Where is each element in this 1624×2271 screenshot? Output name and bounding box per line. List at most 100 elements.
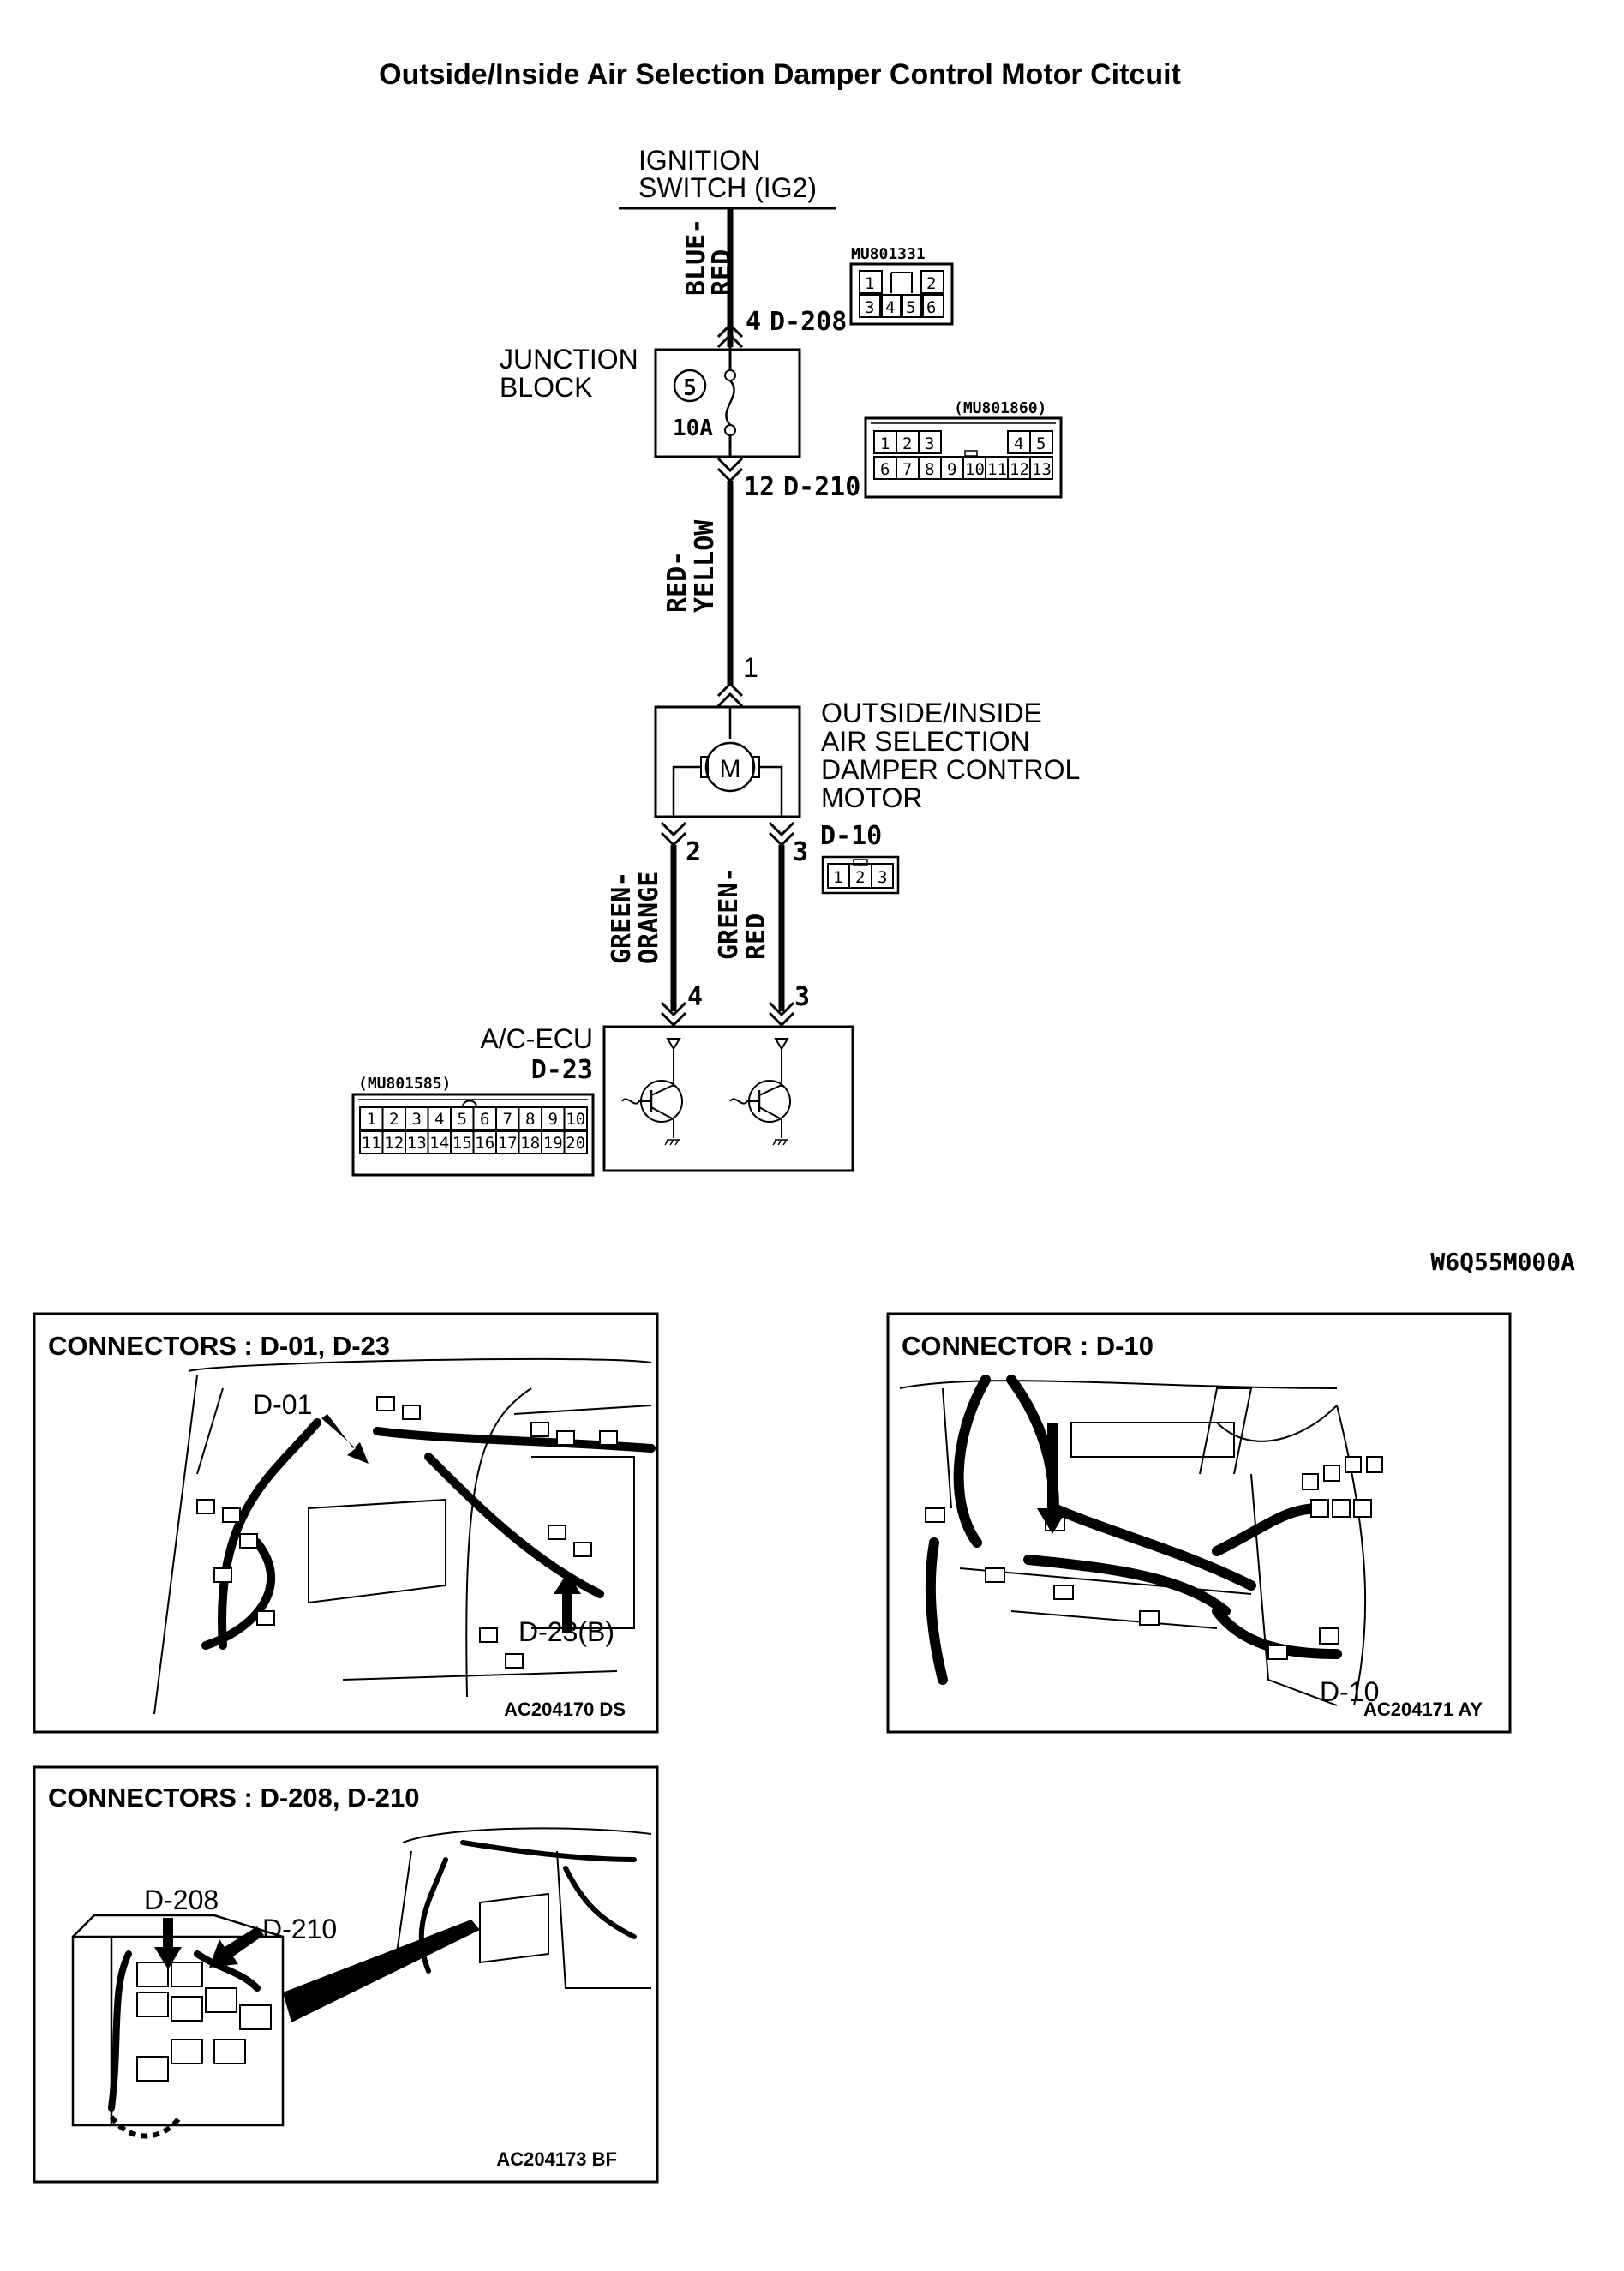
d23-pin-number: 1: [367, 1110, 376, 1129]
ecu-label: A/C-ECU: [480, 1023, 593, 1054]
svg-text:1: 1: [880, 434, 890, 453]
fuse-number-circle: [673, 369, 707, 403]
d23-connector-face: [351, 1093, 595, 1177]
motor-box: [654, 705, 801, 818]
wire-color-label: BLUE-: [681, 219, 711, 296]
wire-color-label: GREEN-: [714, 867, 744, 960]
d10-connector-face: [821, 855, 900, 895]
svg-text:13: 13: [1032, 460, 1052, 479]
svg-text:4: 4: [885, 298, 895, 317]
transistor-icon: [729, 1080, 791, 1146]
d23-part-number: (MU801585): [358, 1075, 451, 1093]
junction-block-label-2: BLOCK: [500, 372, 592, 403]
svg-text:2: 2: [902, 434, 912, 453]
svg-text:10: 10: [965, 460, 985, 479]
wire-color-label: RED: [741, 914, 771, 960]
fuse-terminal: [724, 424, 736, 436]
motor-symbol: M: [720, 755, 741, 783]
diagram-code: W6Q55M000A: [1430, 1248, 1575, 1276]
fuse-icon: [725, 380, 735, 426]
svg-text:3: 3: [865, 298, 874, 317]
d210-pin-label: 12: [744, 472, 775, 502]
d210-connector-label: D-210: [783, 472, 860, 502]
d10-pin-a: 2: [686, 837, 701, 867]
d23-pin-cell: [563, 1106, 588, 1130]
svg-text:6: 6: [926, 298, 936, 317]
d23-pin-number: 17: [498, 1134, 518, 1153]
d23-pin-number: 11: [362, 1134, 381, 1153]
svg-text:2: 2: [855, 868, 865, 887]
ignition-switch-label: IGNITION: [638, 145, 760, 176]
d10-connector-label: D-10: [820, 821, 882, 851]
d10-pin-b: 3: [793, 837, 808, 867]
svg-text:3: 3: [878, 868, 887, 887]
wire-color-label: RED-: [662, 551, 692, 613]
svg-text:7: 7: [902, 460, 912, 479]
connector-callout: D-01: [253, 1389, 312, 1420]
connector-callout: D-208: [144, 1885, 219, 1915]
d208-pin-label: 4: [746, 307, 761, 337]
d23-pin-number: 7: [503, 1110, 512, 1129]
connector-symbol: [660, 821, 687, 848]
panel-title: CONNECTORS : D-208, D-210: [48, 1783, 420, 1813]
fuse-number: 5: [683, 375, 697, 401]
panel-connectors-d208-d210: CONNECTORS : D-208, D-210: [33, 1765, 659, 2184]
d23-pin-number: 4: [434, 1110, 444, 1129]
d23-pin-number: 3: [412, 1110, 422, 1129]
d23-pin-number: 8: [525, 1110, 535, 1129]
d23-pin-number: 6: [480, 1110, 489, 1129]
svg-text:1: 1: [833, 868, 842, 887]
arrow-icon: [1037, 1423, 1068, 1534]
wire-color-label: RED: [707, 249, 737, 296]
wire-color-label: ORANGE: [634, 872, 664, 964]
d210-pin-grid: 1 2 3 4 5 6 7 8 9 10 11 12 13: [873, 430, 1053, 480]
arrow-icon: [209, 1926, 264, 1968]
junction-block-label: JUNCTION: [500, 344, 638, 375]
d210-connector-face: [864, 416, 1063, 499]
connector-symbol: [768, 1001, 795, 1028]
connector-symbol: [716, 681, 744, 708]
motor-icon: [704, 741, 756, 793]
ecu-pin-b: 3: [794, 982, 810, 1012]
ignition-switch-label-2: SWITCH (IG2): [638, 172, 817, 203]
d23-pin-number: 2: [389, 1110, 399, 1129]
svg-text:1: 1: [865, 274, 874, 293]
d23-pin-number: 19: [543, 1134, 563, 1153]
d23-pin-number: 12: [384, 1134, 404, 1153]
motor-label-4: MOTOR: [821, 782, 923, 813]
d208-connector-face: [849, 262, 954, 326]
d208-part-number: MU801331: [851, 245, 926, 263]
d208-connector-label: D-208: [770, 307, 847, 337]
svg-text:4: 4: [1014, 434, 1023, 453]
connector-symbol: [716, 457, 744, 483]
fuse-rating: 10A: [673, 416, 713, 441]
svg-text:3: 3: [925, 434, 934, 453]
d23-pin-cell: [563, 1130, 588, 1154]
panel-title: CONNECTOR : D-10: [902, 1331, 1154, 1361]
d23-pin-number: 18: [520, 1134, 540, 1153]
diagram-title: Outside/Inside Air Selection Damper Cont…: [379, 58, 1181, 91]
d23-pin-number: 16: [475, 1134, 494, 1153]
d23-pin-number: 14: [429, 1134, 449, 1153]
svg-text:11: 11: [987, 460, 1007, 479]
svg-text:9: 9: [947, 460, 956, 479]
ecu-box: [602, 1025, 854, 1172]
fuse-terminal: [724, 369, 736, 381]
svg-text:5: 5: [906, 298, 915, 317]
d23-pin-number: 10: [566, 1110, 585, 1129]
motor-label: OUTSIDE/INSIDE: [821, 698, 1042, 728]
connector-callout: D-210: [262, 1914, 337, 1944]
figure-code: AC204173 BF: [496, 2148, 617, 2170]
svg-text:8: 8: [925, 460, 934, 479]
connector-callout: D-23(B): [518, 1616, 614, 1647]
d210-part-number: (MU801860): [954, 399, 1046, 417]
callout-wedge: [283, 1920, 480, 2022]
ecu-connector-label: D-23: [531, 1055, 593, 1085]
connector-callout: D-10: [1320, 1676, 1379, 1707]
arrow-icon: [321, 1414, 369, 1464]
svg-text:12: 12: [1010, 460, 1029, 479]
transistor-icon: [621, 1080, 683, 1146]
wire-color-label: YELLOW: [690, 519, 720, 613]
